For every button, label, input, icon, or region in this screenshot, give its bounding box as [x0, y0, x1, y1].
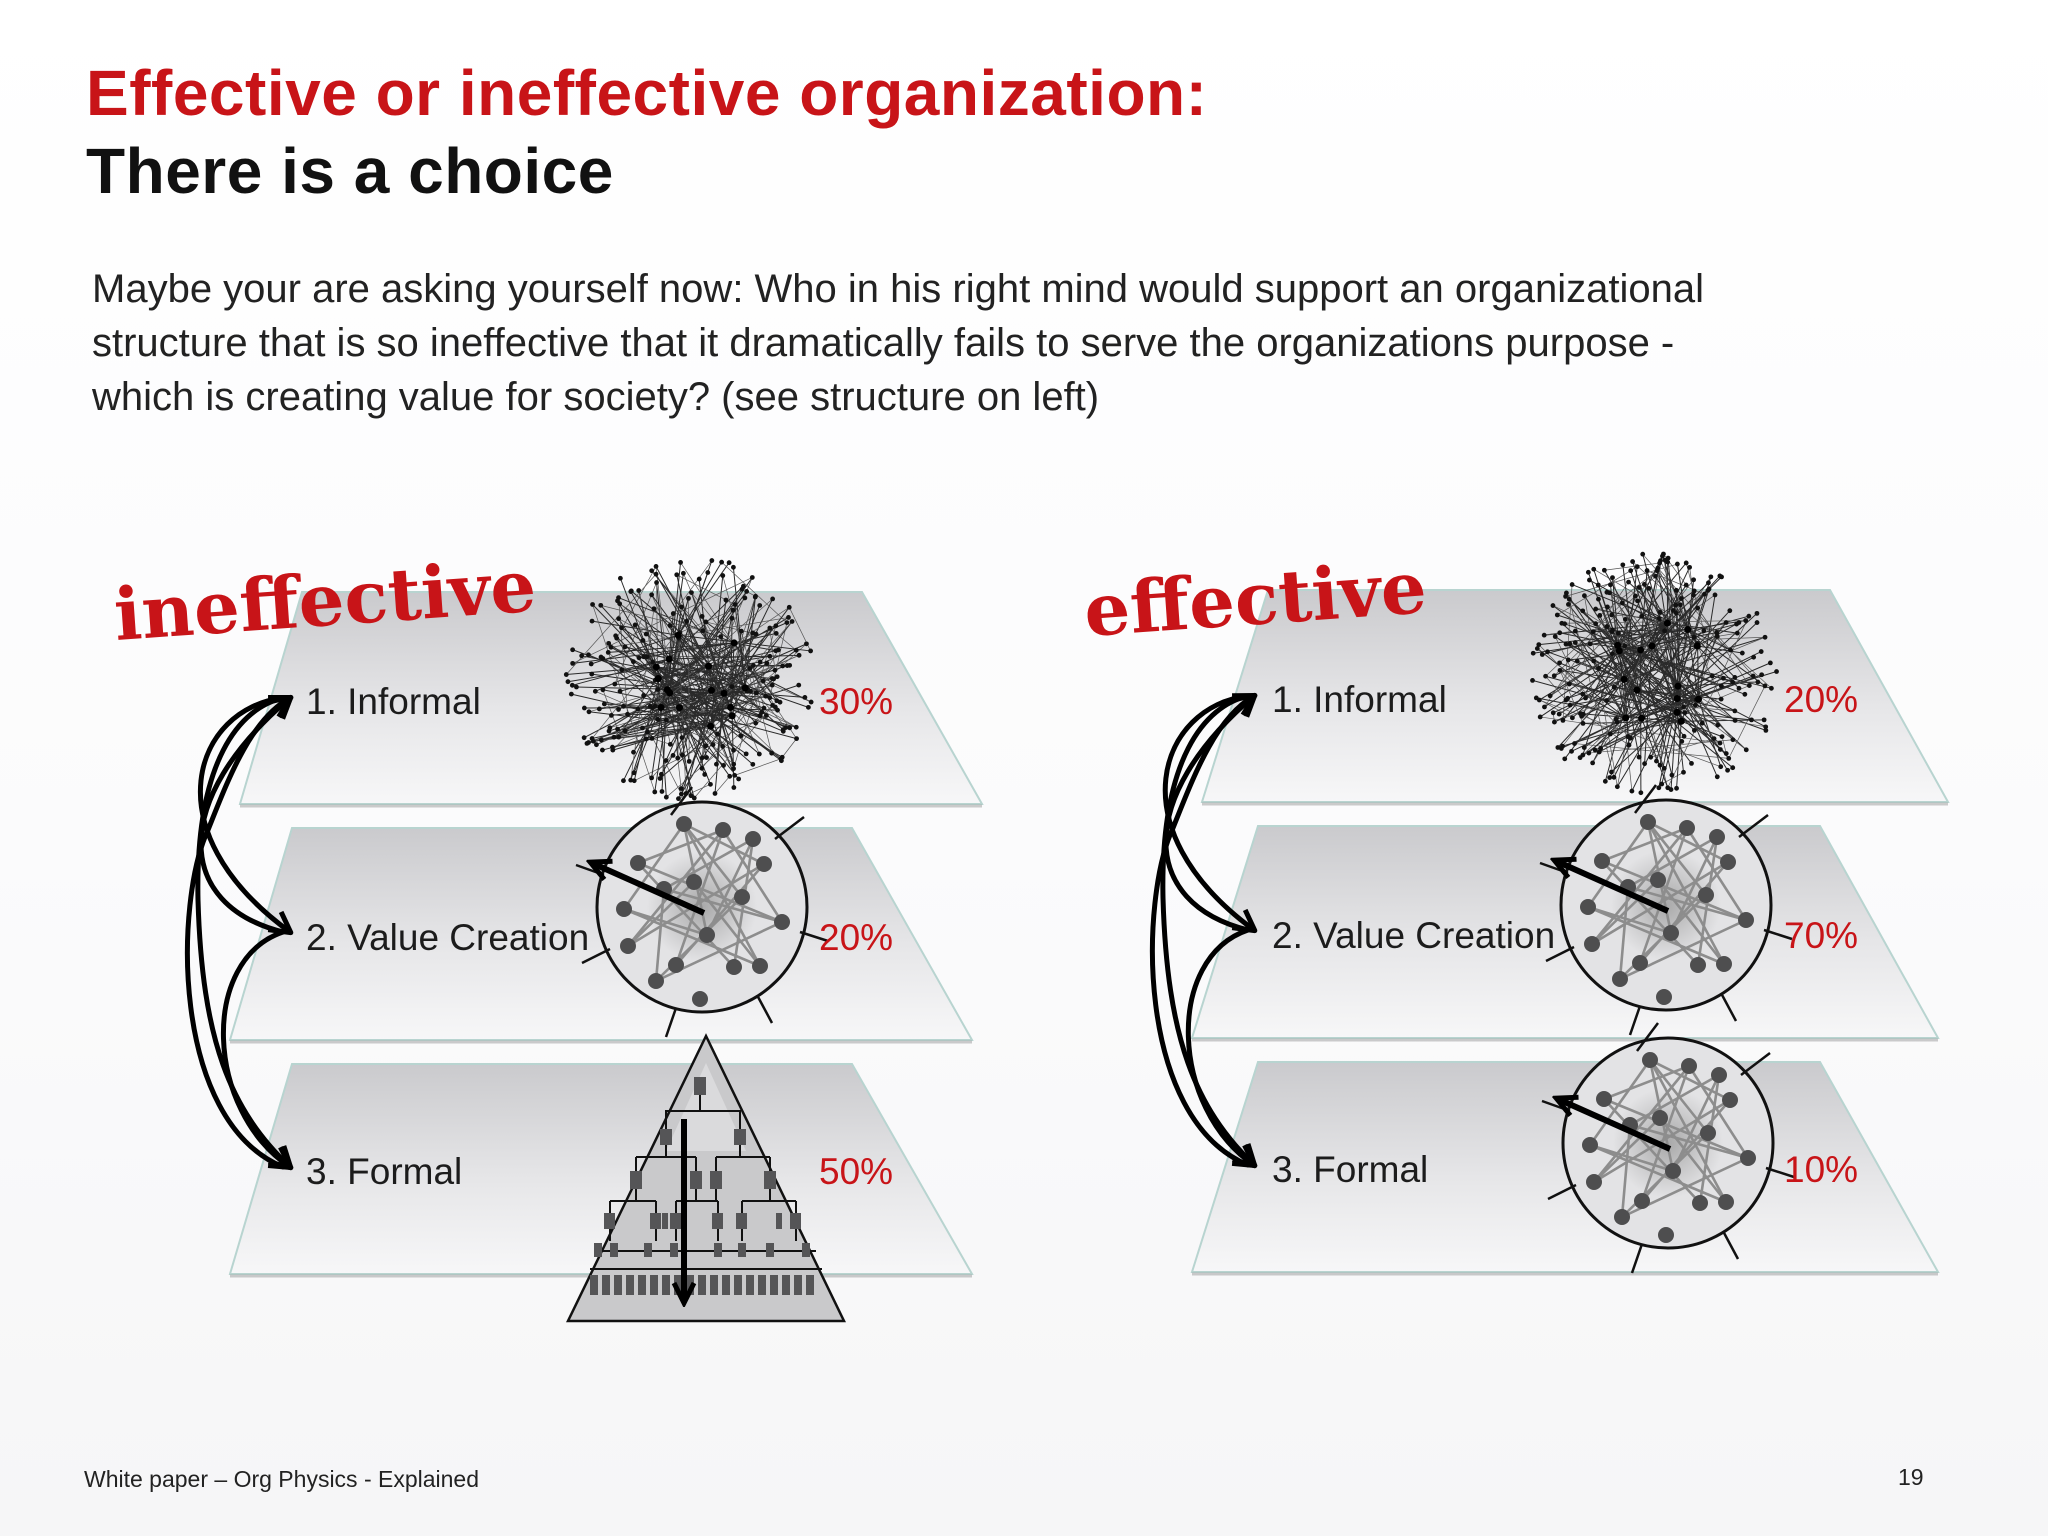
right-layer-connection-arrows — [1149, 692, 1258, 1169]
right-layer-label-value-creation: 2. Value Creation — [1272, 915, 1555, 956]
right-layer-percent-value-creation: 70% — [1784, 915, 1858, 956]
right-informal-network-icon — [1530, 551, 1779, 796]
slide-title-line-2: There is a choice — [86, 135, 614, 207]
left-layer-label-informal: 1. Informal — [306, 681, 481, 722]
left-layer-percent-informal: 30% — [819, 681, 893, 722]
left-layer-connection-arrows — [184, 694, 294, 1171]
left-panel: 1. Informal 30% 2. Value Creation 20% 3.… — [111, 543, 984, 1321]
right-layer-percent-formal: 10% — [1784, 1149, 1858, 1190]
footer-document-title: White paper – Org Physics - Explained — [84, 1466, 480, 1492]
left-layer-percent-value-creation: 20% — [819, 917, 893, 958]
right-panel: 1. Informal 20% 2. Value Creation 70% 3.… — [1081, 544, 1950, 1274]
left-informal-network-icon — [563, 558, 814, 802]
right-layer-percent-informal: 20% — [1784, 679, 1858, 720]
slide-title-line-1: Effective or ineffective organization: — [86, 57, 1208, 129]
left-layer-label-formal: 3. Formal — [306, 1151, 462, 1192]
right-layer-label-formal: 3. Formal — [1272, 1149, 1428, 1190]
intro-paragraph: Maybe your are asking yourself now: Who … — [92, 267, 1704, 419]
left-layer-percent-formal: 50% — [819, 1151, 893, 1192]
left-layer-label-value-creation: 2. Value Creation — [306, 917, 589, 958]
footer-page-number: 19 — [1898, 1464, 1924, 1490]
right-layer-label-informal: 1. Informal — [1272, 679, 1447, 720]
